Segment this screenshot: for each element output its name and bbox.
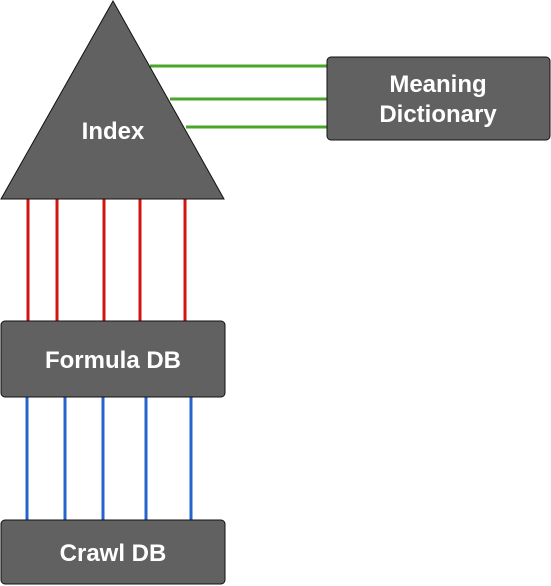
formula-db-to-crawl-db-connectors xyxy=(25,397,193,520)
index-triangle xyxy=(0,0,225,200)
formula-db-box xyxy=(0,320,226,398)
crawl-db-label: Crawl DB xyxy=(60,540,167,567)
meaning-dictionary-label-line2: Dictionary xyxy=(379,101,497,128)
crawl-db-node[interactable]: Crawl DB xyxy=(0,519,226,585)
index-to-formula-db-connectors xyxy=(26,199,187,321)
index-to-meaning-dictionary-connectors xyxy=(150,64,327,129)
index-label: Index xyxy=(82,118,145,145)
crawl-db-box xyxy=(0,519,226,585)
formula-db-node[interactable]: Formula DB xyxy=(0,320,226,398)
meaning-dictionary-box xyxy=(326,56,551,141)
formula-db-label: Formula DB xyxy=(45,347,181,374)
index-node[interactable]: Index xyxy=(0,0,225,200)
meaning-dictionary-label-line1: Meaning xyxy=(389,71,486,98)
meaning-dictionary-node[interactable]: Meaning Dictionary xyxy=(326,56,551,141)
